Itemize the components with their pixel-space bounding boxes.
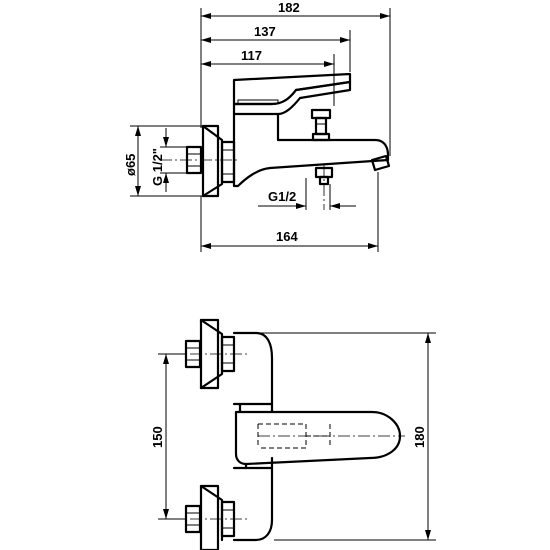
mixer-body: [232, 112, 390, 188]
eccentric-connector: [220, 140, 236, 184]
bottom-outlet: [314, 164, 334, 210]
spout-top: [234, 410, 402, 466]
dim-diameter-65-label: ø65: [123, 154, 138, 176]
dim-164-label: 164: [276, 229, 298, 244]
top-view: 150 180: [150, 318, 436, 550]
cartridge-housing: [232, 80, 352, 116]
spout-tip: [370, 154, 391, 172]
side-view: 182 137 117 G1/2 164 ø65 G 1/2": [123, 0, 391, 252]
dim-g12-outlet-label: G1/2: [268, 189, 296, 204]
dim-182-label: 182: [278, 0, 300, 15]
diverter-knob: [310, 108, 332, 142]
dim-g12-inlet-label: G 1/2": [150, 148, 165, 186]
wall-rosette: [201, 124, 220, 198]
dim-137-label: 137: [254, 24, 276, 39]
dim-150-label: 150: [150, 426, 165, 448]
dim-180-label: 180: [412, 426, 427, 448]
mixer-body-top: [232, 331, 274, 406]
dim-117-label: 117: [241, 48, 262, 63]
